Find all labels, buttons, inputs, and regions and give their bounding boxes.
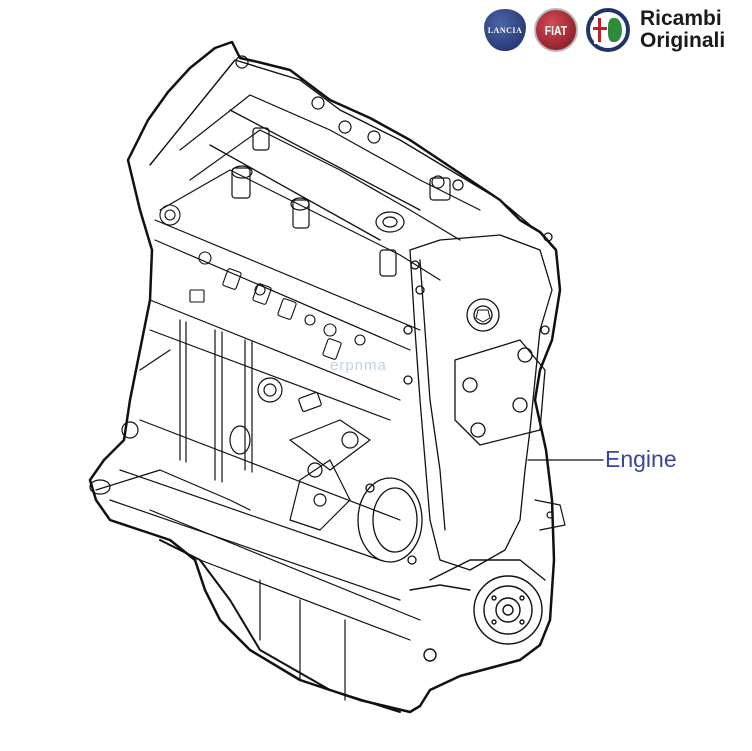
engine-callout-label[interactable]: Engine bbox=[605, 446, 677, 472]
title-line-1: Ricambi bbox=[640, 7, 722, 30]
fiat-logo-text: FIAT bbox=[544, 22, 568, 38]
fiat-logo-icon: FIAT bbox=[534, 8, 578, 52]
title-line-2: Originali bbox=[640, 29, 726, 52]
brand-logo-bar: LANCIA FIAT Ricambi Originali bbox=[484, 0, 752, 60]
lancia-logo-text: LANCIA bbox=[487, 25, 523, 35]
alfa-romeo-logo-icon bbox=[586, 8, 630, 52]
ricambi-originali-title: Ricambi Originali bbox=[640, 8, 725, 52]
lancia-logo-icon: LANCIA bbox=[484, 9, 526, 51]
watermark: erpnma bbox=[330, 357, 387, 374]
